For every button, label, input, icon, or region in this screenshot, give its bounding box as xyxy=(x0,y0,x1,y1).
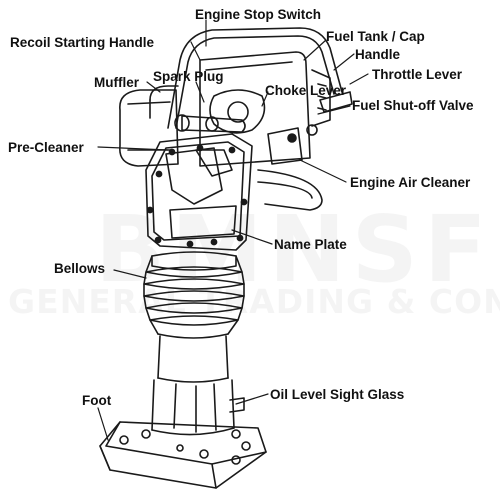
label-muffler: Muffler xyxy=(94,75,139,90)
bellows xyxy=(143,251,245,339)
leader-bellows xyxy=(113,269,147,279)
leader-pre-cleaner xyxy=(97,146,169,151)
leader-handle xyxy=(333,53,355,71)
leader-spark-plug xyxy=(195,81,205,103)
leader-lines xyxy=(97,19,369,441)
leader-air-cleaner xyxy=(299,159,347,183)
label-pre-cleaner: Pre-Cleaner xyxy=(8,140,84,155)
engine-block xyxy=(199,51,331,167)
label-engine-stop-switch: Engine Stop Switch xyxy=(195,7,322,22)
label-foot: Foot xyxy=(82,393,112,408)
watermark-subtitle: GENERAL TRADING & CONT. CO. xyxy=(8,282,500,321)
label-handle: Handle xyxy=(355,47,401,62)
leader-name-plate xyxy=(231,229,273,245)
leader-muffler xyxy=(146,81,161,93)
leader-choke xyxy=(261,91,269,107)
label-spark-plug: Spark Plug xyxy=(153,69,224,84)
label-bellows: Bellows xyxy=(54,261,106,276)
leader-foot xyxy=(97,407,109,441)
leader-sight-glass xyxy=(235,393,269,405)
leg-cylinder xyxy=(151,335,245,436)
label-name-plate: Name Plate xyxy=(274,237,347,252)
foot-plate xyxy=(99,421,267,489)
label-throttle-lever: Throttle Lever xyxy=(372,67,463,82)
leader-fuel-shutoff xyxy=(317,105,351,115)
label-choke-lever: Choke Lever xyxy=(265,83,347,98)
leader-throttle xyxy=(349,73,369,85)
label-oil-level-sight-glass: Oil Level Sight Glass xyxy=(270,387,405,402)
leader-fuel-tank xyxy=(303,39,327,61)
label-fuel-tank-cap: Fuel Tank / Cap xyxy=(326,29,425,44)
watermark-logo: BMNSF xyxy=(95,196,493,303)
label-recoil-starting-handle: Recoil Starting Handle xyxy=(10,35,155,50)
leader-recoil-handle xyxy=(190,41,201,61)
label-fuel-shutoff-valve: Fuel Shut-off Valve xyxy=(352,98,474,113)
pre-cleaner-housing xyxy=(145,133,253,251)
label-engine-air-cleaner: Engine Air Cleaner xyxy=(350,175,471,190)
